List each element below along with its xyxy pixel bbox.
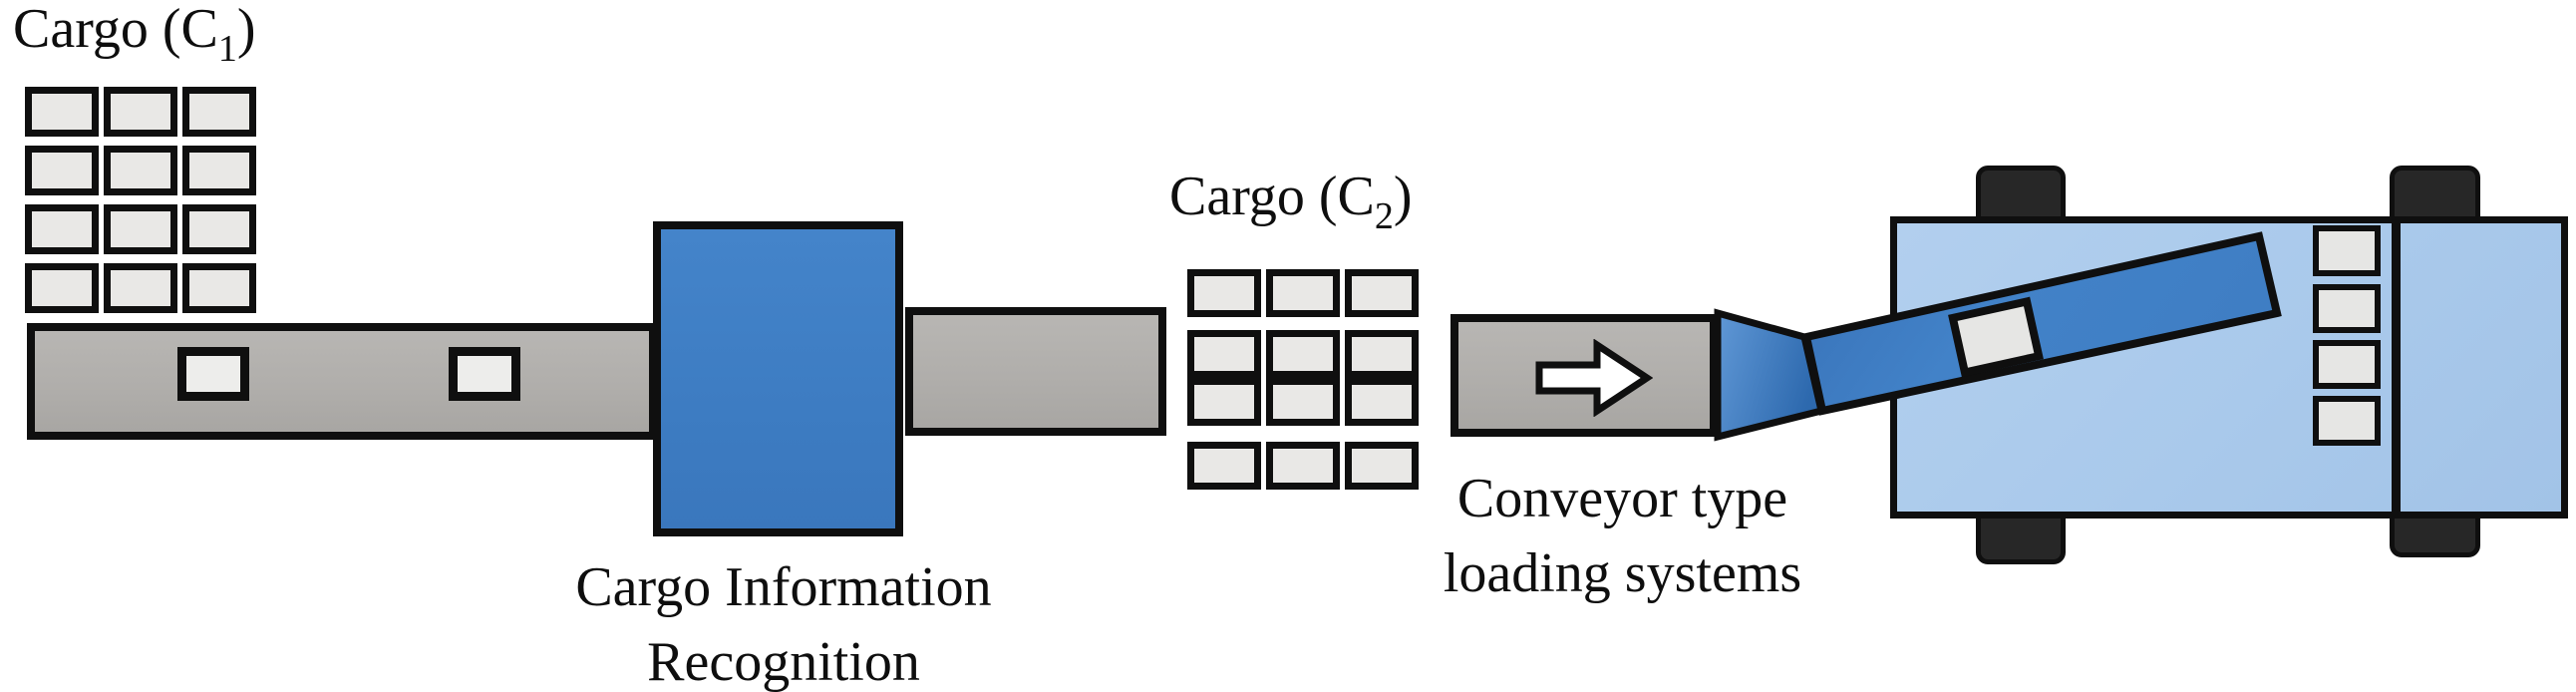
recognition-label: Cargo Information Recognition bbox=[575, 556, 992, 692]
cargo-box bbox=[25, 87, 99, 137]
truck-cargo-slot bbox=[2313, 225, 2381, 276]
cargo-box bbox=[1345, 330, 1419, 378]
cargo-box bbox=[1345, 269, 1419, 317]
cargo-box bbox=[1266, 378, 1340, 426]
loading-system-label: Conveyor type loading systems bbox=[1443, 468, 1802, 604]
infeed-conveyor bbox=[27, 323, 657, 440]
cargo-row bbox=[1187, 330, 1419, 378]
cargo-c1-label: Cargo (C1) bbox=[13, 0, 256, 70]
cargo-box bbox=[1266, 269, 1340, 317]
cargo-box bbox=[182, 263, 256, 313]
cargo-box bbox=[182, 204, 256, 254]
arm-cargo-box bbox=[1948, 296, 2044, 378]
cargo-box bbox=[1187, 442, 1261, 490]
cargo-box bbox=[1345, 442, 1419, 490]
cargo-box bbox=[104, 263, 177, 313]
cargo-box bbox=[1266, 442, 1340, 490]
truck-cargo-slot bbox=[2313, 284, 2381, 333]
cargo-box bbox=[25, 204, 99, 254]
cargo-box bbox=[1187, 378, 1261, 426]
cargo-row bbox=[1187, 378, 1419, 426]
cargo-box bbox=[182, 87, 256, 137]
cargo-c2-stack bbox=[1187, 269, 1419, 490]
cargo-box bbox=[1187, 269, 1261, 317]
cargo-box bbox=[25, 146, 99, 195]
cargo-c2-label: Cargo (C2) bbox=[1169, 166, 1413, 237]
cargo-box bbox=[104, 204, 177, 254]
truck-cab-divider bbox=[2392, 216, 2401, 519]
cargo-box bbox=[104, 146, 177, 195]
cargo-box bbox=[1345, 378, 1419, 426]
conveyor-cargo-box bbox=[449, 347, 520, 401]
cargo-box bbox=[182, 146, 256, 195]
cargo-box bbox=[104, 87, 177, 137]
right-arrow-icon bbox=[1535, 339, 1653, 417]
cargo-box bbox=[25, 263, 99, 313]
cargo-row bbox=[1187, 269, 1419, 317]
outfeed-conveyor bbox=[905, 307, 1166, 436]
truck-cargo-slot bbox=[2313, 396, 2381, 446]
recognition-unit bbox=[653, 221, 903, 536]
conveyor-arm bbox=[1801, 231, 2282, 416]
cargo-row bbox=[1187, 442, 1419, 490]
loading-arm-overlay bbox=[1714, 231, 2282, 442]
cargo-box bbox=[1187, 330, 1261, 378]
conveyor-cargo-box bbox=[177, 347, 249, 401]
cargo-box bbox=[1266, 330, 1340, 378]
funnel bbox=[1714, 308, 1826, 442]
truck-cargo-slot bbox=[2313, 340, 2381, 389]
cargo-c1-stack bbox=[25, 87, 256, 313]
